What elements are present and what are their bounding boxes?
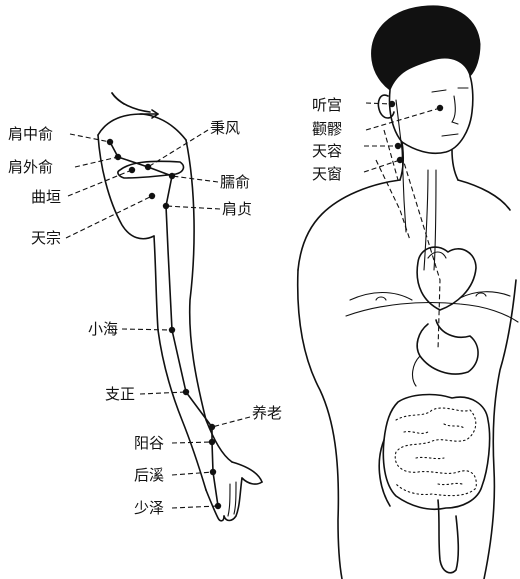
label-tian-rong: 天容: [312, 142, 342, 160]
label-jian-wai-shu: 肩外俞: [8, 158, 53, 176]
arm-figure: 肩中俞 肩外俞 曲垣 天宗 秉风 臑俞 肩贞 小海 支正 养老 阳谷 后溪 少泽: [8, 93, 282, 521]
label-nao-shu: 臑俞: [220, 173, 250, 191]
label-qu-yuan: 曲垣: [31, 188, 61, 206]
label-jian-zhen: 肩贞: [222, 200, 252, 218]
label-xiao-hai: 小海: [88, 320, 118, 338]
label-tian-chuang: 天窗: [312, 165, 342, 183]
point-bing-feng: [145, 164, 151, 170]
label-yang-gu: 阳谷: [134, 434, 164, 452]
point-quan-liao: [437, 105, 443, 111]
label-bing-feng: 秉风: [210, 119, 240, 137]
label-tian-zong: 天宗: [31, 229, 61, 247]
point-tian-chuang: [397, 157, 403, 163]
label-quan-liao: 颧髎: [312, 120, 342, 138]
point-tian-zong: [149, 193, 155, 199]
label-yang-lao: 养老: [252, 404, 282, 422]
label-ting-gong: 听宫: [312, 96, 342, 114]
label-zhi-zheng: 支正: [105, 385, 135, 403]
label-jian-zhong-shu: 肩中俞: [8, 125, 53, 143]
point-yang-lao: [209, 424, 215, 430]
label-hou-xi: 后溪: [134, 466, 164, 484]
label-shao-ze: 少泽: [134, 499, 164, 517]
hair: [372, 6, 480, 90]
point-qu-yuan: [129, 167, 135, 173]
torso-figure: 听宫 颧髎 天容 天窗: [298, 6, 518, 579]
